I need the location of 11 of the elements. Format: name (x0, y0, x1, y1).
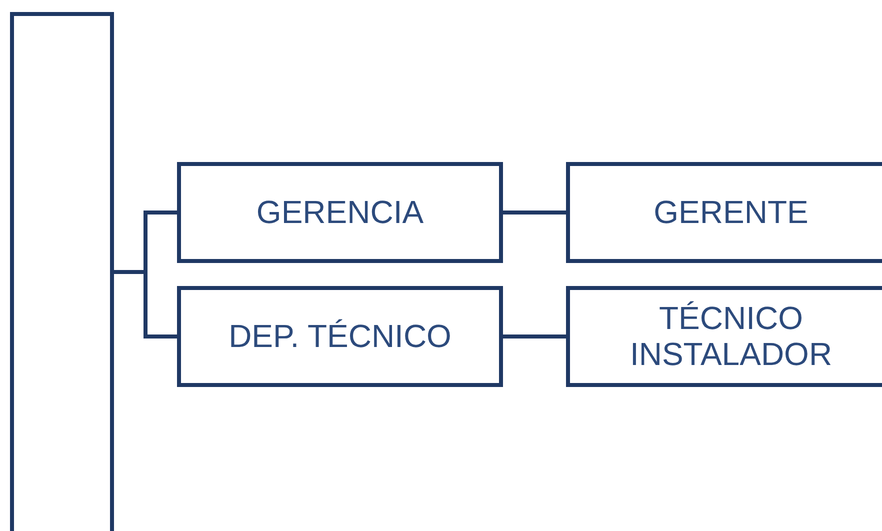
connector-line (503, 334, 566, 338)
org-box (566, 286, 882, 387)
connector-line (503, 210, 566, 214)
org-box (177, 162, 503, 263)
box-label: TÉCNICO INSTALADOR (628, 301, 834, 372)
box-label: DEP. TÉCNICO (228, 318, 452, 354)
org-root-box (10, 12, 114, 531)
org-box (566, 162, 882, 263)
org-box (177, 286, 503, 387)
box-label: GERENCIA (256, 194, 424, 230)
box-label: GERENTE (654, 194, 808, 230)
